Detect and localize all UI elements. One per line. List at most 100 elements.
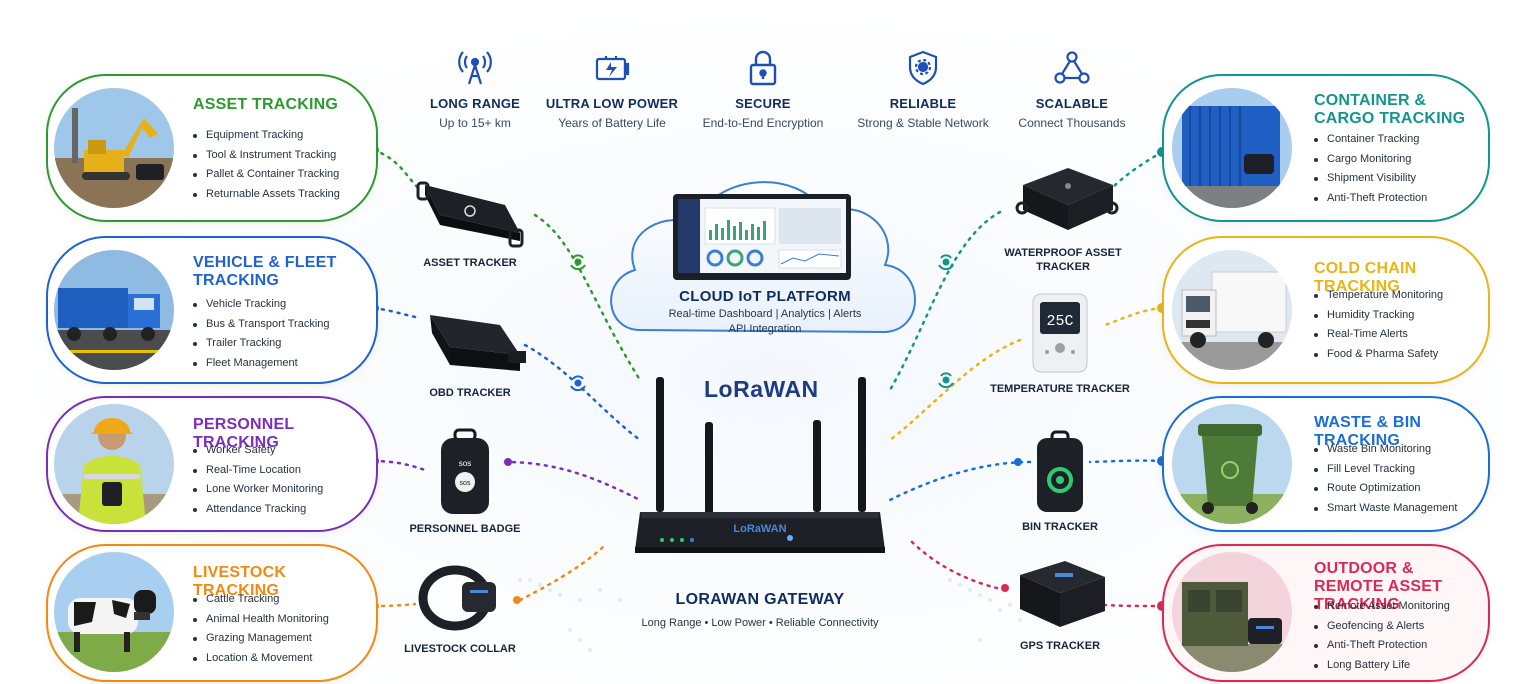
temperature-display: 25C (1046, 313, 1073, 330)
gateway-device: LoRaWAN (635, 377, 885, 553)
list-item: Container Tracking (1314, 130, 1427, 150)
shield-gear-icon (908, 50, 938, 86)
feature-list: Container Tracking Cargo Monitoring Ship… (1314, 130, 1427, 208)
container-photo (1172, 88, 1292, 208)
generator-photo (1172, 552, 1292, 672)
bin-tracker-device: BIN TRACKER (985, 430, 1135, 534)
feature-reliable: RELIABLE Strong & Stable Network (838, 48, 1008, 130)
network-nodes-icon (1054, 51, 1090, 84)
gps-tracker-device: GPS TRACKER (985, 555, 1135, 653)
list-item: Cargo Monitoring (1314, 150, 1427, 170)
card-personnel-tracking: PERSONNEL TRACKING Worker Safety Real-Ti… (46, 396, 378, 532)
list-item: Bus & Transport Tracking (193, 315, 330, 335)
livestock-collar-device: LIVESTOCK COLLAR (385, 560, 535, 656)
feature-subtitle: Up to 15+ km (439, 116, 511, 130)
feature-title: ULTRA LOW POWER (545, 96, 679, 111)
personnel-badge-icon: sos sos (441, 428, 489, 514)
feature-list: Waste Bin Monitoring Fill Level Tracking… (1314, 440, 1457, 518)
list-item: Trailer Tracking (193, 334, 330, 354)
card-outdoor-remote-asset-tracking: OUTDOOR & REMOTE ASSET TRACKING Remote A… (1162, 544, 1490, 682)
card-title: ASSET TRACKING (193, 96, 339, 113)
card-vehicle-fleet-tracking: VEHICLE & FLEET TRACKING Vehicle Trackin… (46, 236, 378, 384)
card-asset-tracking: ASSET TRACKING Equipment Tracking Tool &… (46, 74, 378, 222)
card-title: WASTE & BIN TRACKING (1314, 414, 1422, 449)
feature-list: Equipment Tracking Tool & Instrument Tra… (193, 126, 340, 204)
personnel-badge-device: sos sos PERSONNEL BADGE (390, 428, 540, 536)
list-item: Real-Time Location (193, 461, 323, 481)
list-item: Long Battery Life (1314, 656, 1450, 676)
feature-subtitle: Connect Thousands (1018, 116, 1126, 130)
list-item: Animal Health Monitoring (193, 610, 329, 630)
cloud-platform-text: CLOUD IoT PLATFORM Real-time Dashboard |… (640, 288, 890, 335)
gateway-text: LORAWAN GATEWAY Long Range • Low Power •… (600, 591, 920, 629)
feature-scalable: SCALABLE Connect Thousands (987, 48, 1157, 130)
feature-title: SCALABLE (1035, 96, 1109, 111)
waste-bin-photo (1172, 404, 1292, 524)
list-item: Fill Level Tracking (1314, 460, 1457, 480)
list-item: Attendance Tracking (193, 500, 323, 520)
temperature-tracker-device: 25C TEMPERATURE TRACKER (985, 290, 1135, 396)
device-label: WATERPROOF ASSET TRACKER (1004, 247, 1122, 273)
reefer-truck-photo (1172, 250, 1292, 370)
list-item: Tool & Instrument Tracking (193, 146, 340, 166)
list-item: Fleet Management (193, 354, 330, 374)
list-item: Shipment Visibility (1314, 169, 1427, 189)
obd-tracker-device: OBD TRACKER (395, 305, 545, 400)
cloud-subtitle: Real-time Dashboard | Analytics | Alerts (668, 308, 862, 320)
device-label: TEMPERATURE TRACKER (990, 383, 1130, 395)
gateway-logo: LoRaWAN (733, 523, 786, 535)
gateway-subtitle: Long Range • Low Power • Reliable Connec… (641, 617, 879, 629)
feature-subtitle: Years of Battery Life (558, 116, 666, 130)
card-title: VEHICLE & FLEET TRACKING (193, 254, 337, 289)
feature-list: Cattle Tracking Animal Health Monitoring… (193, 590, 329, 668)
signal-icon (570, 254, 586, 271)
list-item: Worker Safety (193, 441, 323, 461)
device-label: ASSET TRACKER (423, 257, 517, 269)
card-livestock-tracking: LIVESTOCK TRACKING Cattle Tracking Anima… (46, 544, 378, 682)
device-label: BIN TRACKER (1022, 521, 1098, 533)
lorawan-logo: LoRaWAN (704, 376, 824, 402)
feature-list: Vehicle Tracking Bus & Transport Trackin… (193, 295, 330, 373)
signal-icon (938, 372, 954, 389)
battery-icon (595, 56, 630, 81)
feature-list: Remote Asset Monitoring Geofencing & Ale… (1314, 597, 1450, 675)
feature-long-range: LONG RANGE Up to 15+ km (390, 48, 560, 130)
list-item: Waste Bin Monitoring (1314, 440, 1457, 460)
bin-tracker-icon (1037, 430, 1083, 512)
card-title: OUTDOOR & REMOTE ASSET TRACKING (1314, 560, 1443, 613)
list-item: Location & Movement (193, 649, 329, 669)
obd-tracker-icon (430, 315, 526, 371)
feature-secure: SECURE End-to-End Encryption (678, 48, 848, 130)
list-item: Anti-Theft Protection (1314, 636, 1450, 656)
list-item: Pallet & Container Tracking (193, 165, 340, 185)
list-item: Anti-Theft Protection (1314, 189, 1427, 209)
list-item: Vehicle Tracking (193, 295, 330, 315)
list-item: Equipment Tracking (193, 126, 340, 146)
gps-tracker-icon (1020, 561, 1105, 627)
waterproof-tracker-device: WATERPROOF ASSET TRACKER (988, 160, 1138, 274)
worker-photo (54, 404, 174, 524)
truck-photo (54, 250, 174, 370)
feature-title: RELIABLE (889, 96, 957, 111)
lorawan-logo-text: LoRaWAN (704, 376, 819, 402)
antenna-icon (458, 51, 492, 85)
feature-low-power: ULTRA LOW POWER Years of Battery Life (527, 48, 697, 130)
excavator-photo (54, 88, 174, 208)
list-item: Grazing Management (193, 629, 329, 649)
card-title: COLD CHAIN TRACKING (1314, 260, 1417, 295)
list-item: Humidity Tracking (1314, 306, 1443, 326)
list-item: Real-Time Alerts (1314, 325, 1443, 345)
dashboard-screen (673, 194, 851, 280)
asset-tracker-icon (416, 181, 524, 248)
badge-button-text: sos (460, 480, 471, 487)
gateway-title: LORAWAN GATEWAY (675, 591, 845, 608)
padlock-icon (749, 50, 777, 86)
livestock-collar-icon (418, 565, 496, 631)
list-item: Route Optimization (1314, 479, 1457, 499)
feature-list: Worker Safety Real-Time Location Lone Wo… (193, 441, 323, 519)
card-title: CONTAINER & CARGO TRACKING (1314, 92, 1466, 127)
feature-subtitle: End-to-End Encryption (702, 116, 824, 130)
card-title: PERSONNEL TRACKING (193, 416, 295, 451)
card-container-cargo-tracking: CONTAINER & CARGO TRACKING Container Tra… (1162, 74, 1490, 222)
